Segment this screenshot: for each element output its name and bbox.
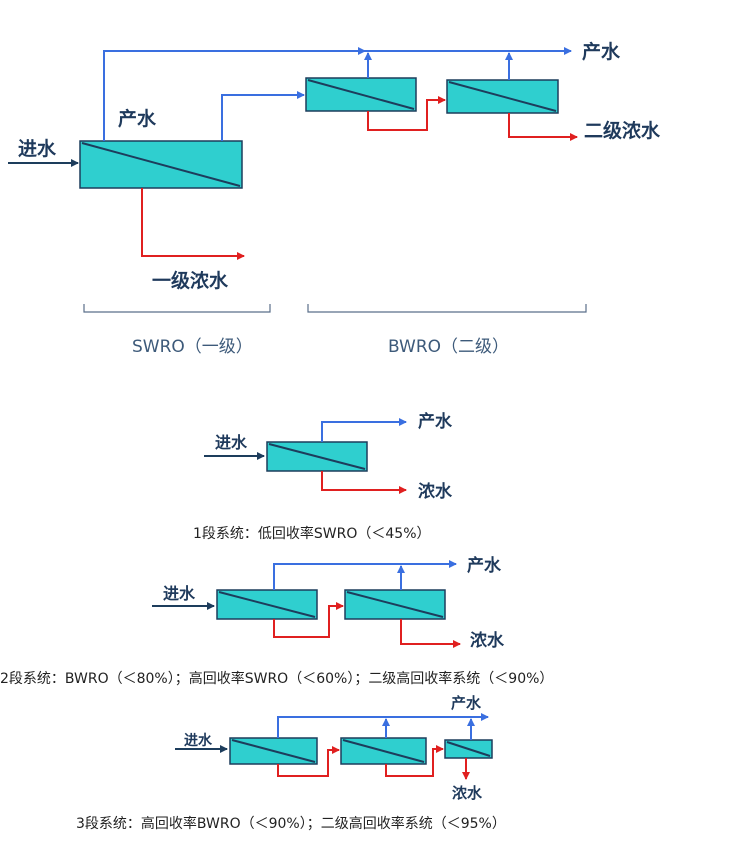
system-3-diagram: 进水 产水 浓水 3段系统：高回收率BWRO（＜90%）；二级高回收率系统（＜9… [76, 694, 506, 832]
sys3-interstage-brine-1 [277, 746, 340, 777]
sys3-product-label: 产水 [451, 694, 482, 712]
sys2-module-1 [216, 589, 318, 620]
swro-to-bwro-line [221, 91, 305, 141]
sys1-brine-line [321, 471, 407, 494]
product-label-right: 产水 [582, 40, 621, 63]
sys1-product-line [321, 418, 407, 442]
sys2-module-2 [344, 589, 446, 620]
sys3-product-line [277, 713, 489, 738]
sys3-brine-label: 浓水 [452, 784, 483, 802]
sys1-caption: 1段系统：低回收率SWRO（＜45%） [193, 525, 431, 542]
bwro1-brine-line [367, 96, 446, 131]
bwro-bracket-label: BWRO（二级） [388, 337, 509, 357]
sys2-product-label: 产水 [467, 555, 502, 576]
sys2-brine-line [400, 619, 461, 648]
feed-label: 进水 [18, 138, 57, 160]
sys2-caption: 2段系统：BWRO（＜80%）；高回收率SWRO（＜60%）；二级高回收率系统（… [0, 670, 553, 687]
sys3-feed-label: 进水 [184, 732, 213, 749]
product-line-main [103, 47, 366, 141]
sys2-brine-label: 浓水 [470, 630, 505, 651]
sys1-feed-label: 进水 [215, 433, 248, 452]
brine2-line [508, 113, 578, 141]
product-label-left: 产水 [118, 107, 157, 130]
brine1-label: 一级浓水 [152, 269, 229, 292]
swro-bracket-label: SWRO（一级） [132, 337, 253, 357]
sys3-module-3 [444, 739, 493, 759]
system-2-diagram: 进水 产水 浓水 2段系统：BWRO（＜80%）；高回收率SWRO（＜60%）；… [0, 555, 553, 687]
sys1-product-label: 产水 [418, 411, 453, 432]
swro-bracket [83, 304, 271, 313]
sys2-feed-label: 进水 [163, 584, 196, 603]
brine1-line [141, 188, 245, 260]
sys2-product-line [273, 560, 457, 590]
top-diagram: 进水 产水 产水 一级浓水 二级浓水 SW [8, 40, 661, 357]
bwro-module-2 [446, 79, 559, 114]
brine2-label: 二级浓水 [584, 119, 661, 142]
sys3-interstage-brine-2 [385, 745, 444, 777]
sys2-interstage-brine [273, 602, 344, 638]
swro-module [79, 140, 243, 189]
sys1-module [266, 441, 368, 472]
bwro-bracket [307, 304, 587, 313]
system-1-diagram: 进水 产水 浓水 1段系统：低回收率SWRO（＜45%） [193, 411, 453, 542]
sys3-caption: 3段系统：高回收率BWRO（＜90%）；二级高回收率系统（＜95%） [76, 815, 506, 832]
sys3-module-2 [340, 737, 427, 765]
sys1-brine-label: 浓水 [418, 481, 453, 502]
bwro-module-1 [305, 77, 417, 112]
sys3-module-1 [229, 737, 318, 765]
